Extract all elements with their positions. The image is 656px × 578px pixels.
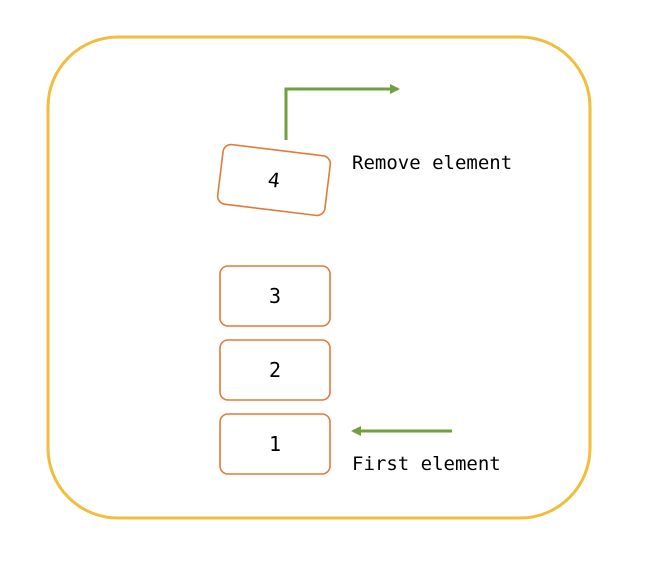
remove-arrow bbox=[284, 84, 400, 140]
stack-element-1: 1 bbox=[219, 413, 331, 475]
stack-element-2: 2 bbox=[219, 339, 331, 401]
stack-element-1-label: 1 bbox=[269, 432, 281, 456]
stack-element-4-label: 4 bbox=[267, 167, 282, 192]
stack-container bbox=[46, 35, 592, 520]
first-element-label: First element bbox=[352, 453, 501, 475]
stack-element-3: 3 bbox=[219, 265, 331, 327]
remove-element-label: Remove element bbox=[352, 152, 512, 174]
stack-element-4: 4 bbox=[216, 143, 332, 217]
stack-element-2-label: 2 bbox=[269, 358, 281, 382]
stack-element-3-label: 3 bbox=[269, 284, 281, 308]
